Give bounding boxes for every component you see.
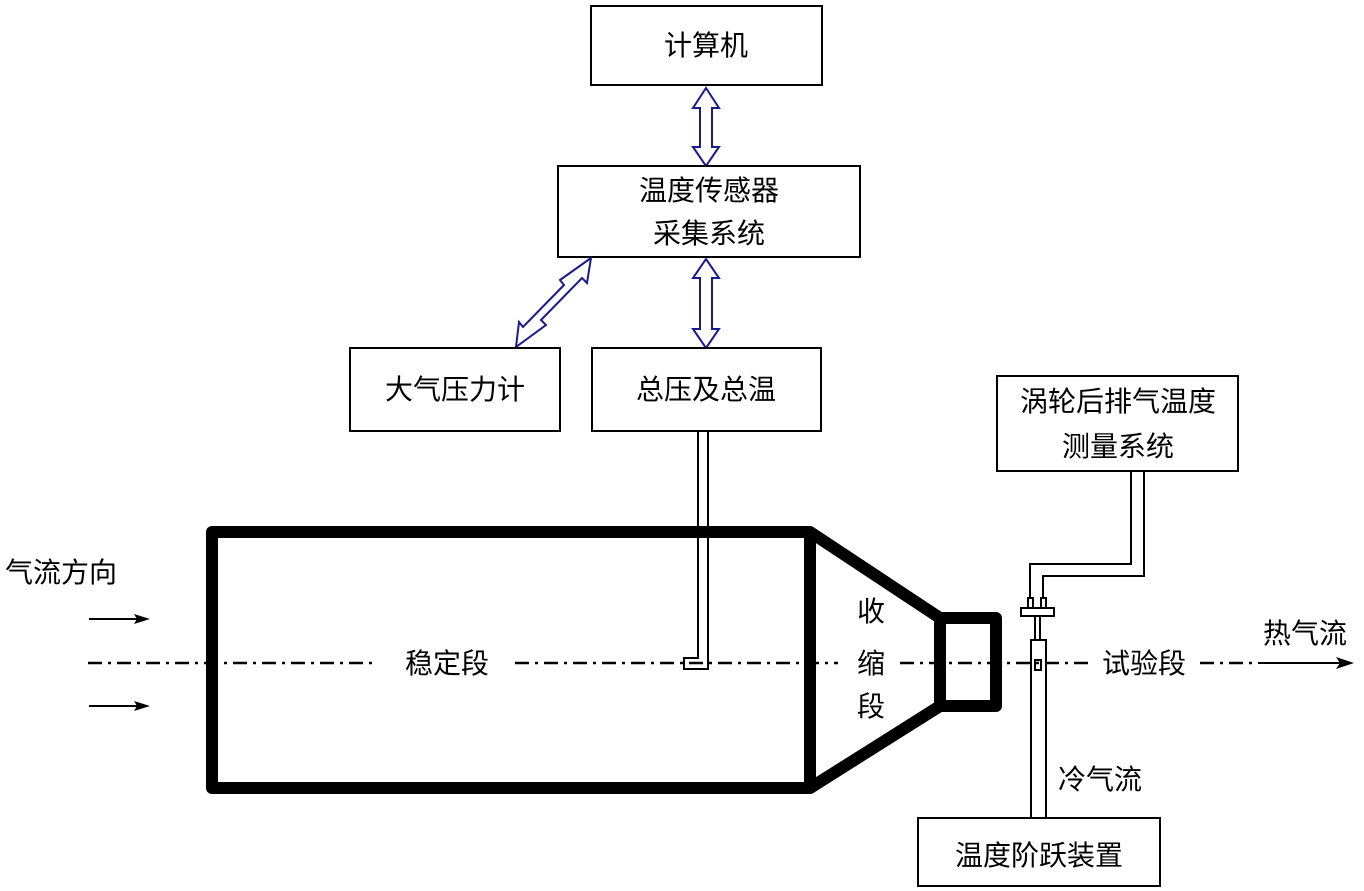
acquisition-barometer-link-icon <box>514 255 593 350</box>
acquisition-system-box: 温度传感器 采集系统 <box>557 165 861 258</box>
exhaust-probe-tip <box>1034 659 1042 671</box>
computer-acquisition-link-icon <box>691 86 721 168</box>
contraction-label-3: 段 <box>857 690 885 723</box>
total-pressure-temp-label: 总压及总温 <box>636 373 776 406</box>
acquisition-label-line1: 温度传感器 <box>639 174 779 207</box>
exhaust-pin-2 <box>1040 597 1047 609</box>
temp-step-device-box: 温度阶跃装置 <box>917 817 1161 887</box>
settling-section <box>206 526 816 794</box>
hot-flow-arrow-icon <box>1336 657 1354 669</box>
inlet-arrow-top-icon <box>134 614 150 624</box>
barometer-label: 大气压力计 <box>385 373 525 406</box>
settling-section-label: 稳定段 <box>405 647 489 680</box>
exhaust-label-line1: 涡轮后排气温度 <box>1020 385 1216 418</box>
cold-flow-tube <box>1030 639 1047 818</box>
contraction-label-1: 收 <box>857 595 885 628</box>
exhaust-probe-head <box>1020 607 1055 617</box>
cold-flow-label: 冷气流 <box>1058 763 1142 796</box>
contraction-label-2: 缩 <box>857 647 885 680</box>
hot-flow-label: 热气流 <box>1263 617 1347 650</box>
exhaust-pin-1 <box>1027 597 1034 609</box>
acquisition-total-link-icon <box>691 257 721 350</box>
exhaust-wire-inner <box>1042 471 1145 598</box>
test-section-label: 试验段 <box>1102 647 1186 680</box>
acquisition-label-line2: 采集系统 <box>653 217 765 250</box>
airflow-direction-label: 气流方向 <box>5 556 117 589</box>
exhaust-measurement-box: 涡轮后排气温度 测量系统 <box>996 375 1239 472</box>
barometer-box: 大气压力计 <box>349 347 561 432</box>
total-pressure-temp-box: 总压及总温 <box>591 347 822 432</box>
computer-label: 计算机 <box>664 29 748 62</box>
exhaust-label-line2: 测量系统 <box>1062 430 1174 463</box>
exhaust-wire-outer <box>1029 471 1132 598</box>
temp-step-device-label: 温度阶跃装置 <box>955 839 1123 872</box>
inlet-arrow-bottom-icon <box>134 701 150 711</box>
computer-box: 计算机 <box>590 5 823 86</box>
total-probe <box>683 431 709 670</box>
